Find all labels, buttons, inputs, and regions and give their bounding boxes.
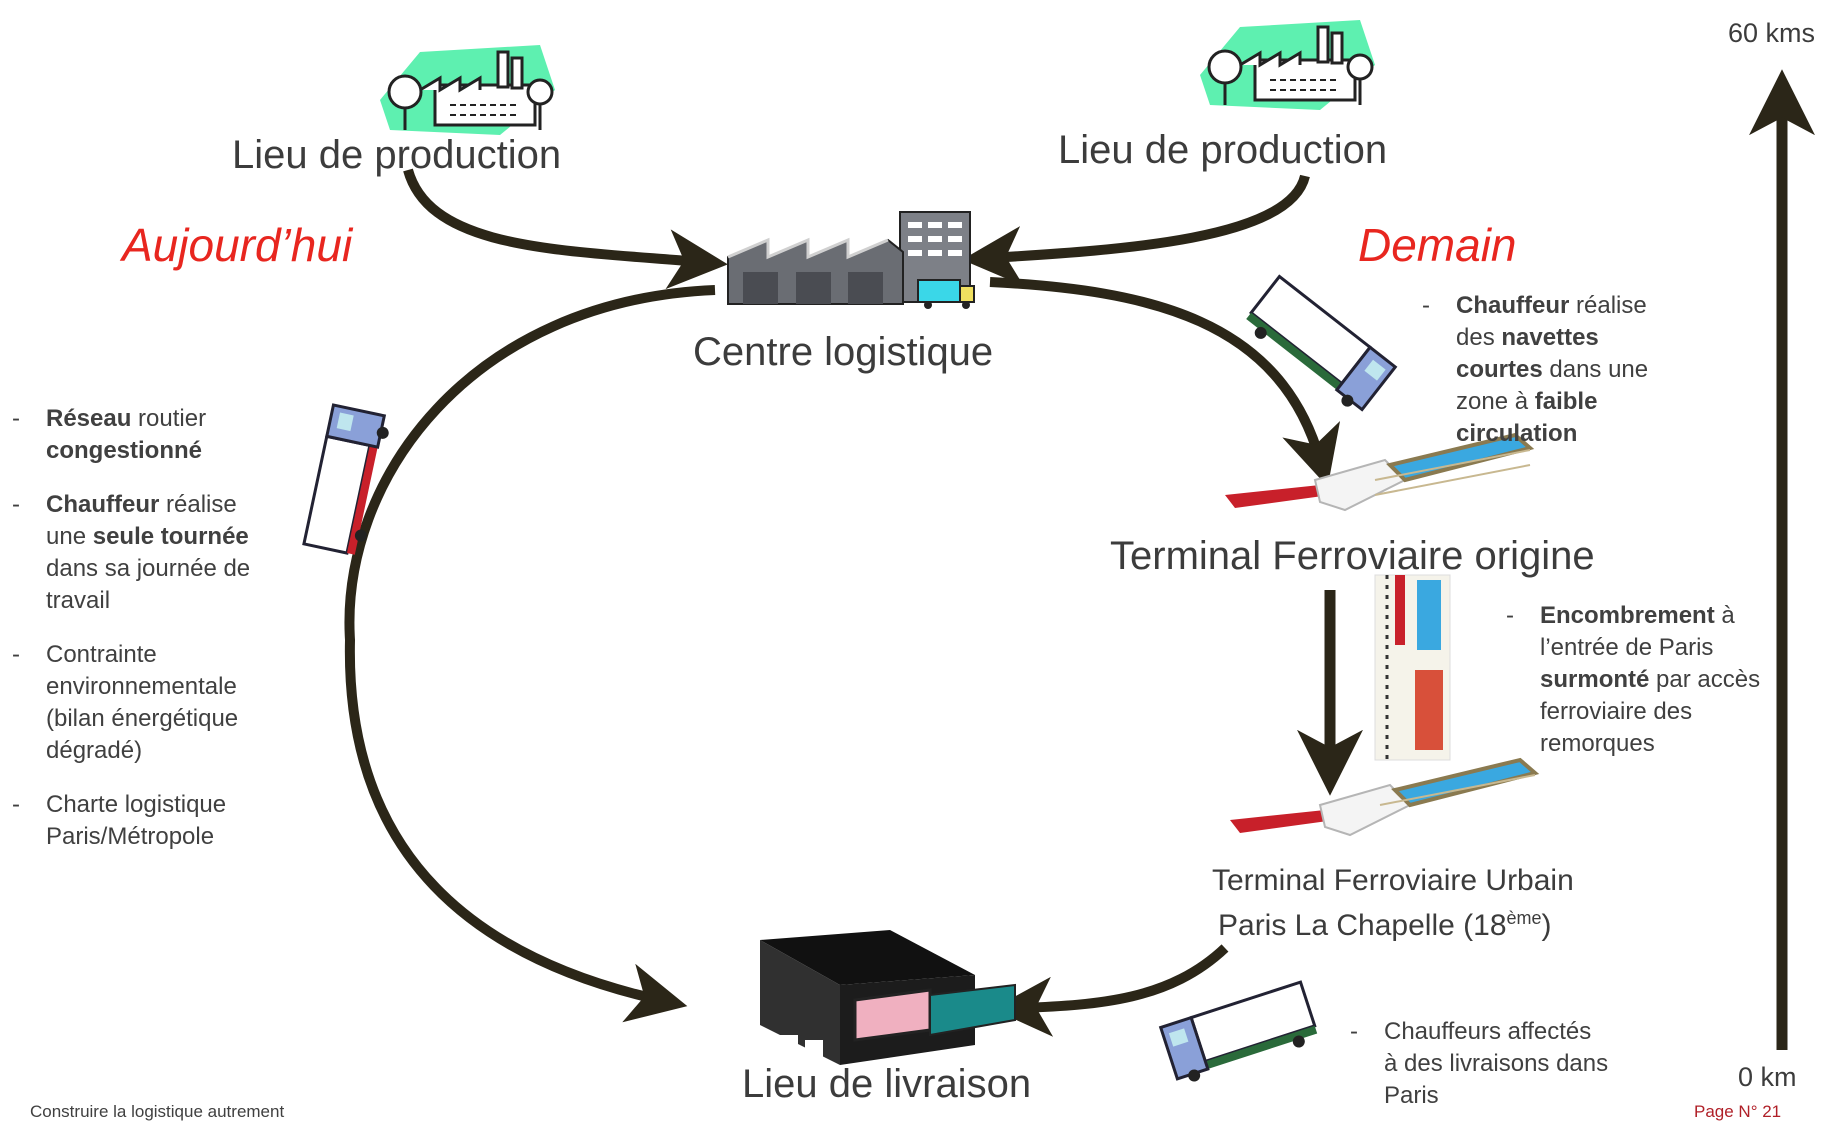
right-bottom-note-item: -Chauffeurs affectés à des livraisons da… — [1350, 1016, 1610, 1112]
delivery-building-icon — [760, 930, 1016, 1070]
bullet-dash: - — [12, 791, 20, 818]
note-text: Encombrement — [1540, 602, 1715, 629]
bullet-dash: - — [12, 641, 20, 668]
note-text: Charte logistique Paris/Métropole — [46, 791, 227, 850]
rail-terminal-urban-icon — [1230, 757, 1540, 837]
note-text: à l’entrée de Paris — [1540, 602, 1735, 661]
note-text: routier — [131, 405, 207, 432]
right-top-note: -Chauffeur réalise des navettes courtes … — [1422, 290, 1682, 472]
note-text: faible circulation — [1456, 388, 1598, 447]
note-text: réalise une — [46, 491, 237, 550]
warehouse-icon — [727, 211, 975, 309]
truck-icon-top-right — [1246, 274, 1398, 412]
truck-icon-left — [302, 403, 389, 555]
page-number: Page N° 21 — [1694, 1102, 1782, 1121]
right-mid-note-item: -Encombrement à l’entrée de Paris surmon… — [1506, 600, 1766, 760]
arrow-center-to-rail-origin — [989, 277, 1341, 487]
arrow-prod-left-to-center — [403, 168, 728, 290]
rail-urban-label-line1: Terminal Ferroviaire Urbain — [1212, 864, 1574, 897]
note-text: surmonté — [1540, 666, 1650, 693]
arrow-urban-to-delivery — [992, 944, 1229, 1037]
title-tomorrow: Demain — [1358, 219, 1517, 271]
note-text: dans sa journée de travail — [46, 555, 251, 614]
rail-terminal-origin-icon — [1225, 432, 1535, 512]
note-text: Contrainte environnementale (bilan énerg… — [46, 641, 239, 764]
bullet-dash: - — [1506, 602, 1514, 629]
title-today: Aujourd’hui — [122, 219, 353, 271]
bullet-dash: - — [1422, 292, 1430, 319]
train-icon — [1374, 574, 1451, 761]
left-notes: -Réseau routier congestionné-Chauffeur r… — [12, 403, 282, 875]
logistics-center-label: Centre logistique — [693, 330, 994, 374]
note-text: dans une zone à — [1456, 356, 1649, 415]
production-right-label: Lieu de production — [1058, 128, 1388, 172]
note-text: réalise des — [1456, 292, 1647, 351]
factory-icon-left — [380, 45, 555, 135]
scale-bottom-label: 0 km — [1738, 1062, 1797, 1092]
note-text: Chauffeur — [1456, 292, 1570, 319]
right-mid-note: -Encombrement à l’entrée de Paris surmon… — [1506, 600, 1766, 782]
left-note-item: -Contrainte environnementale (bilan éner… — [12, 639, 282, 767]
bullet-dash: - — [12, 405, 20, 432]
scale-top-label: 60 kms — [1728, 18, 1816, 48]
arrow-center-to-delivery — [344, 285, 716, 1023]
note-text: Réseau — [46, 405, 132, 432]
production-left-label: Lieu de production — [232, 133, 562, 177]
note-text: Chauffeurs affectés à des livraisons dan… — [1384, 1018, 1609, 1109]
factory-icon-right — [1200, 20, 1375, 110]
left-note-item: -Réseau routier congestionné — [12, 403, 282, 467]
note-text: par accès ferroviaire des remorques — [1540, 666, 1761, 757]
rail-origin-label: Terminal Ferroviaire origine — [1110, 534, 1595, 578]
right-bottom-note: -Chauffeurs affectés à des livraisons da… — [1350, 1016, 1610, 1134]
note-text: Chauffeur — [46, 491, 160, 518]
note-text: seule tournée — [92, 523, 249, 550]
left-note-item: -Charte logistique Paris/Métropole — [12, 789, 282, 853]
rail-urban-label-line2: Paris La Chapelle (18ème) — [1218, 908, 1552, 942]
left-note-item: -Chauffeur réalise une seule tournée dan… — [12, 489, 282, 617]
footer-left: Construire la logistique autrement — [30, 1102, 285, 1121]
note-text: congestionné — [46, 437, 203, 464]
arrow-prod-right-to-center — [962, 174, 1310, 286]
delivery-label: Lieu de livraison — [742, 1062, 1032, 1106]
bullet-dash: - — [12, 491, 20, 518]
right-top-note-item: -Chauffeur réalise des navettes courtes … — [1422, 290, 1682, 450]
truck-icon-bottom-right — [1158, 980, 1318, 1082]
bullet-dash: - — [1350, 1018, 1358, 1045]
note-text: navettes courtes — [1456, 324, 1599, 383]
